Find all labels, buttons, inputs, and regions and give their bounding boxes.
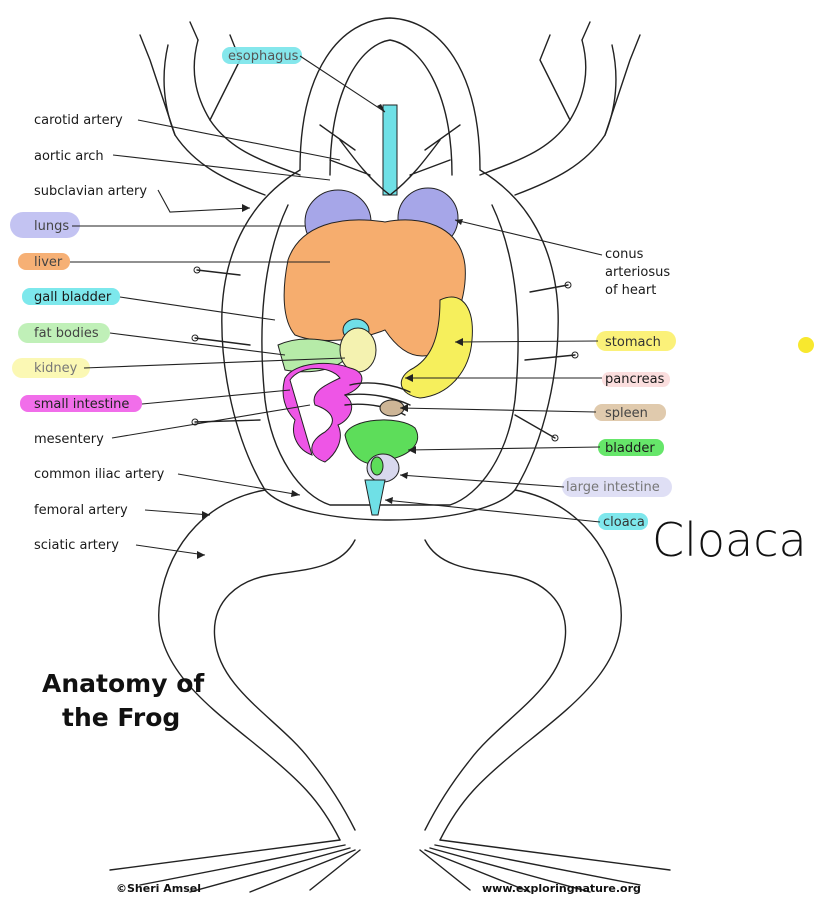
leader-gall-bladder <box>120 297 275 320</box>
label-bladder: bladder <box>605 441 655 456</box>
yellow-dot <box>798 337 814 353</box>
label-arteriosus: arteriosus <box>605 265 670 280</box>
handwritten-cloaca: Cloaca <box>652 513 807 567</box>
leader-carotid-artery <box>138 120 340 160</box>
bladder-drop <box>371 457 383 475</box>
label-subclavian-artery: subclavian artery <box>34 184 147 199</box>
label-gall-bladder: gall bladder <box>34 290 112 305</box>
label-stomach: stomach <box>605 335 661 350</box>
label-of-heart: of heart <box>605 283 656 298</box>
leader-spleen <box>400 408 596 412</box>
leader-femoral-artery <box>145 510 210 515</box>
label-liver: liver <box>34 255 63 270</box>
kidney-organ <box>340 328 376 372</box>
leader-stomach <box>455 341 598 342</box>
label-carotid-artery: carotid artery <box>34 113 123 128</box>
leader-common-iliac-artery <box>178 474 300 495</box>
leader-sciatic-artery <box>136 545 205 555</box>
label-aortic-arch: aortic arch <box>34 149 104 164</box>
label-common-iliac-artery: common iliac artery <box>34 467 165 482</box>
label-esophagus: esophagus <box>228 49 299 64</box>
label-spleen: spleen <box>605 406 648 421</box>
credit-site: www.exploringnature.org <box>482 882 641 895</box>
leader-small-intestine <box>142 390 290 404</box>
label-mesentery: mesentery <box>34 432 104 447</box>
organs <box>192 105 578 515</box>
esophagus-organ <box>383 105 397 195</box>
label-fat-bodies: fat bodies <box>34 326 99 341</box>
title-line-2: the Frog <box>62 703 180 732</box>
label-femoral-artery: femoral artery <box>34 503 128 518</box>
cloaca-organ <box>365 480 385 515</box>
label-cloaca: cloaca <box>603 515 645 530</box>
title-line-1: Anatomy of <box>42 669 205 698</box>
leader-large-intestine <box>400 475 564 487</box>
leader-mesentery <box>112 405 310 438</box>
label-lungs: lungs <box>34 219 69 234</box>
label-small-intestine: small intestine <box>34 397 129 412</box>
leader-conus <box>455 220 602 255</box>
label-large-intestine: large intestine <box>566 480 660 495</box>
label-pancreas: pancreas <box>605 372 665 387</box>
label-kidney: kidney <box>34 361 78 376</box>
leader-subclavian-artery <box>158 190 250 212</box>
label-sciatic-artery: sciatic artery <box>34 538 119 553</box>
credit-author: ©Sheri Amsel <box>116 882 201 895</box>
leader-bladder <box>408 447 600 450</box>
label-conus: conus <box>605 247 644 262</box>
